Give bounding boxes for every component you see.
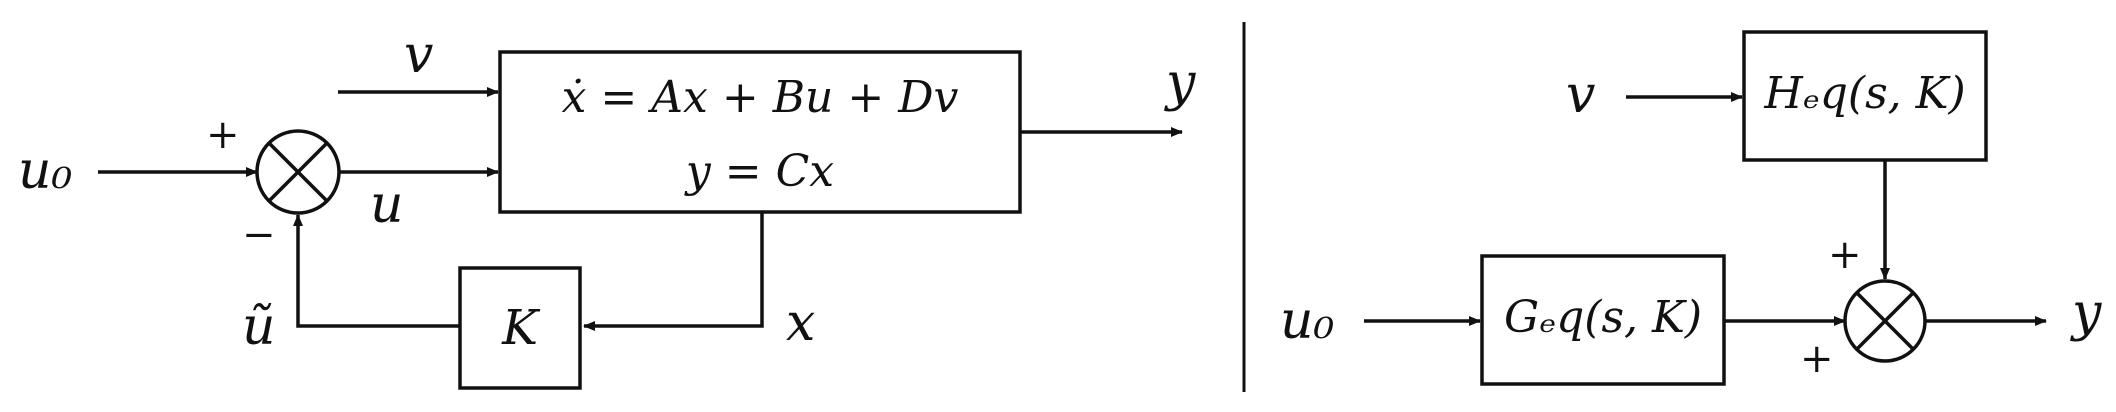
right-input-v-label: v: [1566, 65, 1595, 125]
state-feedback-line: [583, 212, 764, 331]
plus-sign: +: [206, 112, 240, 158]
right-summing-junction: [1843, 279, 1927, 363]
left-summing-junction: [255, 129, 341, 215]
left-diagram: u₀ + − u v ẋ = Ax + Bu + Dv y = Cx y x K: [18, 25, 1196, 390]
gain-k-label: K: [501, 300, 541, 356]
right-plus-top: +: [1828, 232, 1862, 278]
state-x-label: x: [786, 293, 815, 353]
h-eq-label: Hₑq(s, K): [1763, 68, 1965, 119]
u-tilde-feedback-line: [293, 214, 460, 328]
right-output-y-label: y: [2070, 283, 2102, 343]
left-input-u0-label: u₀: [18, 141, 72, 201]
plant-state-equation: ẋ = Ax + Bu + Dv: [562, 72, 959, 123]
right-input-u0-label: u₀: [1280, 291, 1334, 351]
plant-block: [498, 50, 1022, 214]
right-plus-bottom: +: [1800, 336, 1834, 382]
left-signal-u-label: u: [370, 175, 404, 235]
left-output-y-label: y: [1164, 53, 1196, 113]
right-diagram: v Hₑq(s, K) u₀ Gₑq(s, K) + + y: [1280, 30, 2102, 386]
left-input-v-label: v: [404, 25, 433, 85]
gain-block-k: [458, 266, 582, 390]
h-eq-block: [1742, 30, 1988, 162]
left-signal-u-tilde-label: ũ: [242, 297, 276, 357]
minus-sign: −: [242, 212, 276, 258]
g-eq-label: Gₑq(s, K): [1504, 292, 1702, 343]
plant-output-equation: y = Cx: [684, 146, 834, 197]
